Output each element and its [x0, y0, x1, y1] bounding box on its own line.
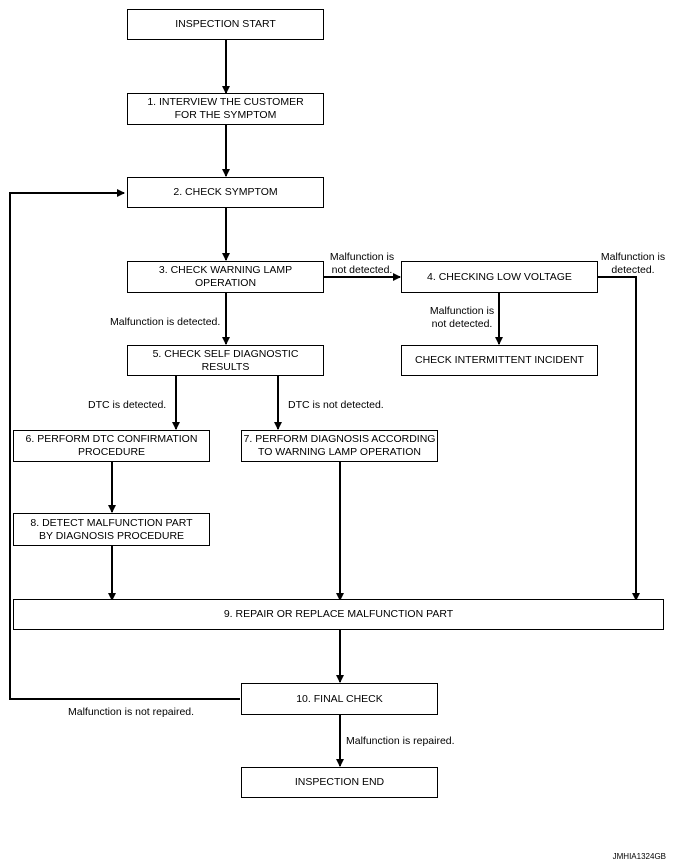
step-2-box: 2. CHECK SYMPTOM — [127, 177, 324, 208]
label-malfunction-not-detected-3: Malfunction is not detected. — [329, 251, 395, 276]
inspection-end-box: INSPECTION END — [241, 767, 438, 798]
label-malfunction-detected-3: Malfunction is detected. — [110, 316, 221, 328]
label-malfunction-not-detected-4: Malfunction is not detected. — [429, 305, 495, 330]
arrow-4-to-9 — [598, 276, 640, 601]
step-5-box: 5. CHECK SELF DIAGNOSTIC RESULTS — [127, 345, 324, 376]
label-malfunction-detected-4: Malfunction is detected. — [600, 251, 666, 276]
step-9-box: 9. REPAIR OR REPLACE MALFUNCTION PART — [13, 599, 664, 630]
step-8-box: 8. DETECT MALFUNCTION PART BY DIAGNOSIS … — [13, 513, 210, 546]
step-1-box: 1. INTERVIEW THE CUSTOMER FOR THE SYMPTO… — [127, 93, 324, 125]
step-6-box: 6. PERFORM DTC CONFIRMATION PROCEDURE — [13, 430, 210, 462]
label-dtc-detected: DTC is detected. — [88, 399, 167, 411]
step-10-box: 10. FINAL CHECK — [241, 683, 438, 715]
label-dtc-not-detected: DTC is not detected. — [288, 399, 384, 411]
label-malfunction-repaired: Malfunction is repaired. — [346, 735, 455, 747]
label-malfunction-not-repaired: Malfunction is not repaired. — [68, 706, 195, 718]
step-3-box: 3. CHECK WARNING LAMP OPERATION — [127, 261, 324, 293]
arrow-10-to-2 — [9, 189, 240, 700]
step-7-box: 7. PERFORM DIAGNOSIS ACCORDING TO WARNIN… — [241, 430, 438, 462]
intermittent-incident-box: CHECK INTERMITTENT INCIDENT — [401, 345, 598, 376]
step-4-box: 4. CHECKING LOW VOLTAGE — [401, 261, 598, 293]
reference-code: JMHIA1324GB — [612, 852, 666, 861]
inspection-start-box: INSPECTION START — [127, 9, 324, 40]
